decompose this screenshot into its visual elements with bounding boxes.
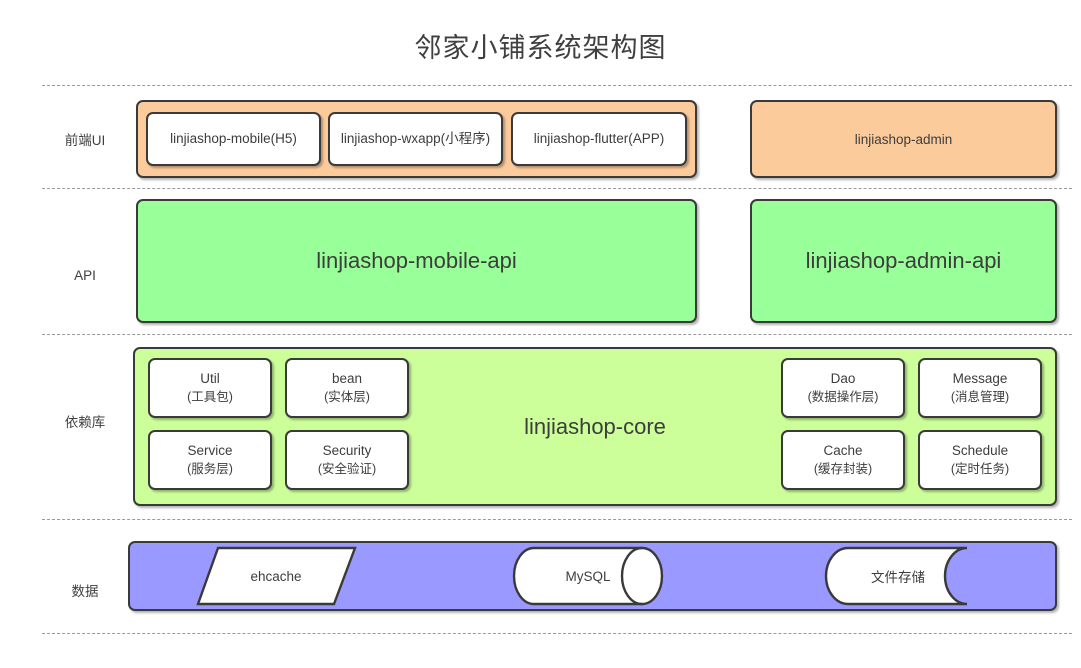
core-module-dao-name: Dao — [830, 371, 856, 387]
core-module-dao-desc: (数据操作层) — [807, 389, 879, 404]
row-label-data: 数据 — [71, 584, 99, 599]
core-module-security[interactable]: Security (安全验证) — [285, 430, 409, 490]
core-module-cache[interactable]: Cache (缓存封装) — [781, 430, 905, 490]
core-module-util-name: Util — [200, 371, 220, 387]
separator-line-frontend-api — [42, 188, 1072, 189]
row-label-api: API — [74, 268, 96, 283]
core-module-message-desc: (消息管理) — [950, 389, 1010, 404]
row-label-frontend: 前端UI — [64, 133, 106, 148]
page-title: 邻家小铺系统架构图 — [414, 33, 667, 63]
core-module-cache-name: Cache — [823, 443, 863, 459]
data-store-file-storage[interactable]: 文件存储 — [824, 546, 968, 606]
core-module-bean-name: bean — [331, 371, 363, 387]
frontend-box-wxapp[interactable]: linjiashop-wxapp(小程序) — [328, 112, 503, 166]
core-module-bean[interactable]: bean (实体层) — [285, 358, 409, 418]
api-admin-box[interactable] — [750, 199, 1057, 323]
core-module-message[interactable]: Message (消息管理) — [918, 358, 1042, 418]
separator-line-top — [42, 85, 1072, 86]
frontend-box-mobile-h5[interactable]: linjiashop-mobile(H5) — [146, 112, 321, 166]
frontend-box-flutter-app-label: linjiashop-flutter(APP) — [533, 130, 665, 146]
core-module-security-desc: (安全验证) — [317, 461, 377, 476]
core-module-schedule-desc: (定时任务) — [950, 461, 1010, 476]
core-module-bean-desc: (实体层) — [324, 389, 370, 404]
core-module-service-desc: (服务层) — [187, 461, 233, 476]
core-module-service-name: Service — [187, 443, 233, 459]
core-module-message-name: Message — [952, 371, 1008, 387]
frontend-box-wxapp-label: linjiashop-wxapp(小程序) — [340, 130, 491, 146]
core-module-schedule-name: Schedule — [951, 443, 1009, 459]
core-module-service[interactable]: Service (服务层) — [148, 430, 272, 490]
data-store-mysql[interactable]: MySQL — [512, 546, 664, 606]
core-module-cache-desc: (缓存封装) — [813, 461, 873, 476]
frontend-admin-box[interactable] — [750, 100, 1057, 178]
separator-line-api-core — [42, 334, 1072, 335]
core-module-dao[interactable]: Dao (数据操作层) — [781, 358, 905, 418]
frontend-box-mobile-h5-label: linjiashop-mobile(H5) — [170, 130, 297, 146]
core-module-util-desc: (工具包) — [187, 389, 233, 404]
core-module-schedule[interactable]: Schedule (定时任务) — [918, 430, 1042, 490]
separator-line-core-data — [42, 519, 1072, 520]
core-module-security-name: Security — [322, 443, 372, 459]
data-store-ehcache[interactable]: ehcache — [196, 546, 357, 606]
row-label-core: 依赖库 — [64, 415, 106, 430]
core-module-util[interactable]: Util (工具包) — [148, 358, 272, 418]
api-mobile-box[interactable] — [136, 199, 697, 323]
separator-line-bottom — [42, 633, 1072, 634]
frontend-box-flutter-app[interactable]: linjiashop-flutter(APP) — [511, 112, 687, 166]
